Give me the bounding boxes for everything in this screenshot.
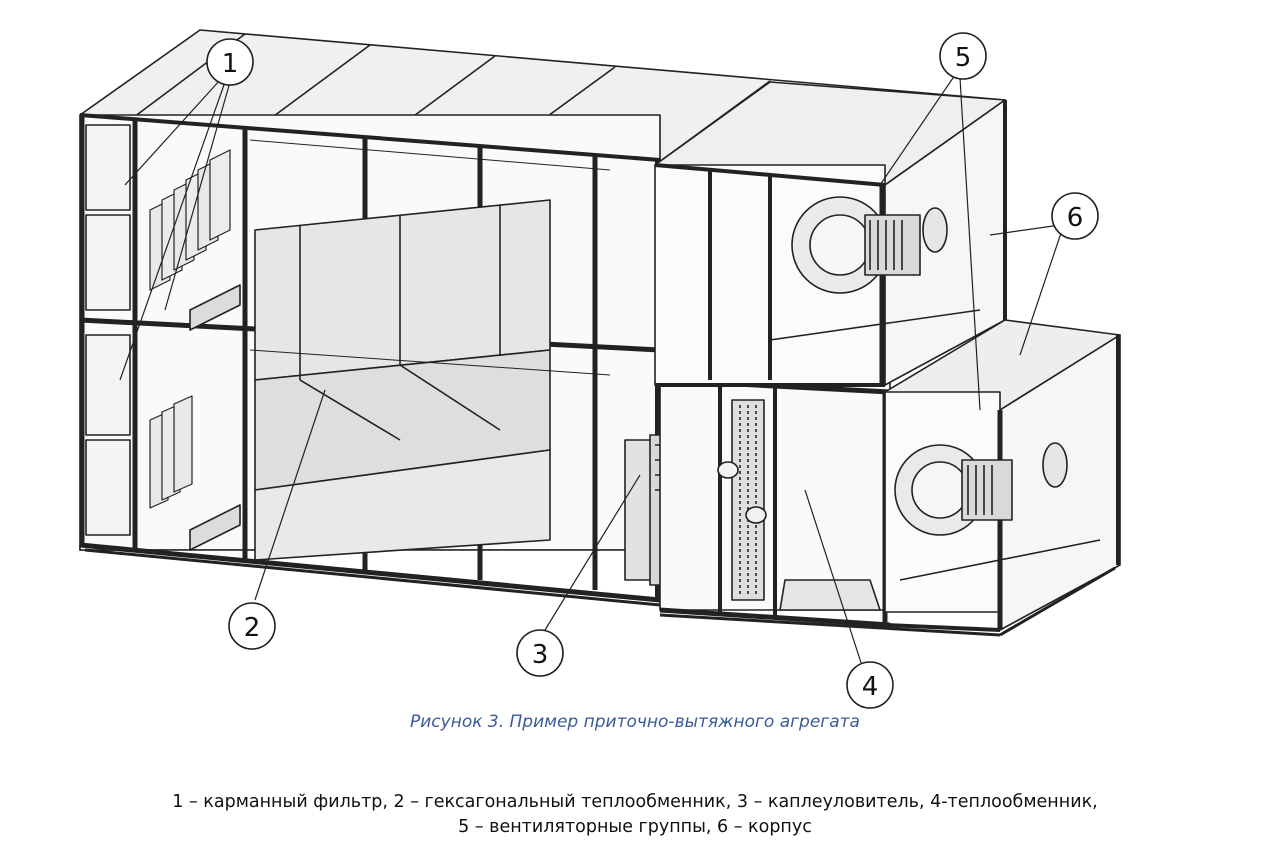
upper-fan-group [769,196,981,341]
callout-6-circle [1051,192,1099,240]
callout-1-circle [206,38,254,86]
pocket-filter-upper [149,149,231,291]
figure-caption: Рисунок 3. Пример приточно-вытяжного агр… [410,712,860,732]
air-handling-unit-drawing: 1 2 3 4 5 6 [70,20,1130,710]
lower-fan-group [894,442,1101,581]
hexagonal-heat-exchanger [254,199,551,561]
callout-2-label: 2 [244,613,261,643]
heat-exchanger-coil [717,399,881,611]
figure-legend: 1 – карманный фильтр, 2 – гексагональный… [0,790,1270,840]
legend-line-1: 1 – карманный фильтр, 2 – гексагональный… [172,792,1098,812]
callout-3-label: 3 [532,640,549,670]
callout-3-circle [516,629,564,677]
callout-4-circle [846,661,894,709]
callout-4-label: 4 [862,672,879,702]
callout-5-label: 5 [955,43,972,73]
callout-6-label: 6 [1067,203,1084,233]
legend-line-2: 5 – вентиляторные группы, 6 – корпус [458,817,812,837]
pocket-filter-lower [149,395,193,509]
callout-1-label: 1 [222,49,239,79]
callout-2-circle [228,602,276,650]
callout-5-circle [939,32,987,80]
